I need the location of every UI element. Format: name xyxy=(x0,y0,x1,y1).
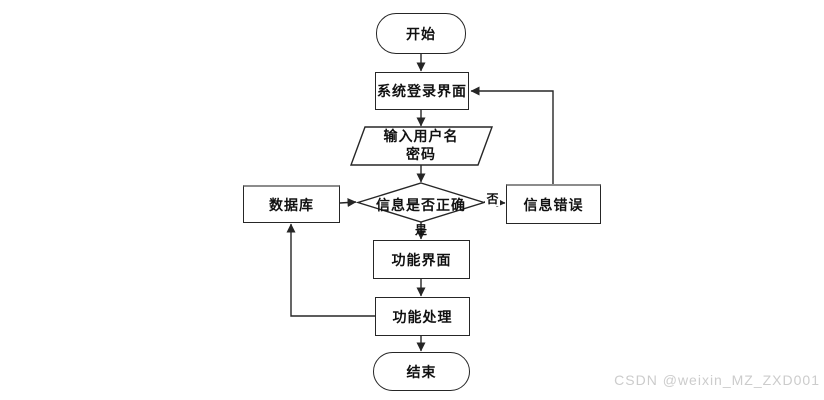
node-info-error-label: 信息错误 xyxy=(523,198,584,214)
node-login-screen: 系统登录界面 xyxy=(375,72,469,110)
node-function-process: 功能处理 xyxy=(375,297,470,336)
edge-funcproc-to-db xyxy=(286,223,375,317)
edge-label-no: 否 xyxy=(485,192,500,206)
node-end-label: 结束 xyxy=(406,365,437,381)
node-function-ui: 功能界面 xyxy=(373,240,470,279)
node-input-credentials-line2: 密码 xyxy=(406,148,436,163)
node-database: 数据库 xyxy=(243,185,340,223)
node-input-credentials-line1: 输入用户名 xyxy=(383,130,459,145)
edge-db-to-decision xyxy=(339,198,357,208)
edge-label-yes: 是 xyxy=(414,223,427,237)
csdn-watermark: CSDN @weixin_MZ_ZXD001 xyxy=(614,372,820,388)
node-decision-label: 信息是否正确 xyxy=(376,199,466,214)
node-database-label: 数据库 xyxy=(269,198,314,214)
node-start-label: 开始 xyxy=(406,27,436,43)
node-info-error: 信息错误 xyxy=(506,184,601,224)
node-function-ui-label: 功能界面 xyxy=(391,253,452,269)
edge-error-to-login xyxy=(470,86,554,184)
node-input-credentials: 输入用户名 密码 xyxy=(361,129,481,165)
node-end: 结束 xyxy=(373,352,470,391)
node-function-process-label: 功能处理 xyxy=(392,310,453,326)
node-start: 开始 xyxy=(376,13,466,54)
decision-diamond-shape xyxy=(355,182,487,223)
input-parallelogram-shape xyxy=(349,126,494,166)
node-login-screen-label: 系统登录界面 xyxy=(377,85,467,100)
